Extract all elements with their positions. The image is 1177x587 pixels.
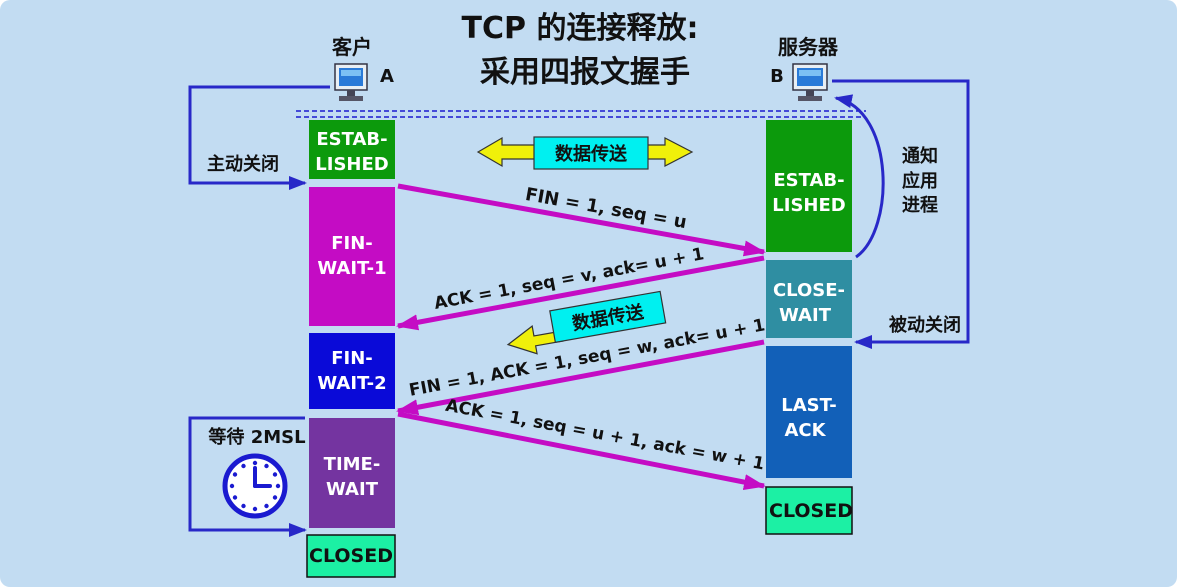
state-label: FIN-	[331, 348, 373, 369]
server-state-close-wait: CLOSE- WAIT	[766, 260, 852, 338]
passive-close-label: 被动关闭	[889, 314, 961, 336]
server-state-established: ESTAB- LISHED	[766, 120, 852, 252]
state-label: CLOSE-	[773, 280, 845, 301]
client-state-fin-wait-2: FIN- WAIT-2	[309, 333, 395, 409]
title-line1: TCP 的连接释放:	[462, 11, 699, 46]
notify-process-arrow	[834, 94, 885, 259]
state-label: LISHED	[315, 154, 388, 175]
server-computer-icon	[792, 63, 828, 101]
state-label: FIN-	[331, 233, 373, 254]
message-arrow-ack	[396, 255, 765, 331]
message-arrow-fin-ack	[396, 339, 765, 416]
message-arrow-final-ack	[397, 411, 766, 490]
client-computer-icon	[334, 63, 368, 101]
client-state-closed: CLOSED	[306, 534, 396, 578]
passive-close-arrow	[832, 79, 970, 349]
state-label: CLOSED	[309, 545, 393, 567]
state-label: ACK	[784, 420, 826, 441]
client-state-established: ESTAB- LISHED	[309, 120, 395, 179]
client-name: 客户	[331, 35, 372, 59]
message-arrow-fin	[397, 183, 766, 257]
state-label: LISHED	[772, 195, 845, 216]
state-label: ESTAB-	[773, 170, 844, 191]
server-state-closed: CLOSED	[765, 486, 853, 535]
state-label: TIME-	[324, 454, 381, 475]
active-close-arrow	[188, 85, 330, 190]
data-transfer-double-arrow: 数据传送	[476, 136, 694, 170]
state-label: LAST-	[781, 395, 836, 416]
clock-icon	[222, 453, 288, 519]
half-close-data-transfer-arrow: 数据传送	[506, 290, 667, 355]
notify-label-2: 应用	[902, 170, 938, 192]
time-wait-loop-arrow	[188, 416, 307, 537]
state-label: WAIT-1	[317, 258, 386, 279]
client-state-fin-wait-1: FIN- WAIT-1	[309, 187, 395, 326]
state-label: CLOSED	[769, 500, 853, 522]
client-state-time-wait: TIME- WAIT	[309, 418, 395, 528]
notify-label-3: 进程	[902, 195, 938, 216]
active-close-label: 主动关闭	[207, 153, 279, 175]
server-name: 服务器	[778, 35, 839, 59]
state-label: WAIT-2	[317, 373, 386, 394]
wait-2msl-label: 等待 2MSL	[208, 426, 305, 448]
server-state-last-ack: LAST- ACK	[766, 346, 852, 478]
state-label: ESTAB-	[316, 129, 387, 150]
notify-label-1: 通知	[902, 145, 938, 167]
state-label: WAIT	[779, 305, 832, 326]
data-transfer-label: 数据传送	[555, 143, 628, 165]
state-label: WAIT	[326, 479, 379, 500]
client-letter: A	[380, 66, 394, 87]
server-letter: B	[770, 66, 784, 87]
title-line2: 采用四报文握手	[480, 55, 690, 90]
